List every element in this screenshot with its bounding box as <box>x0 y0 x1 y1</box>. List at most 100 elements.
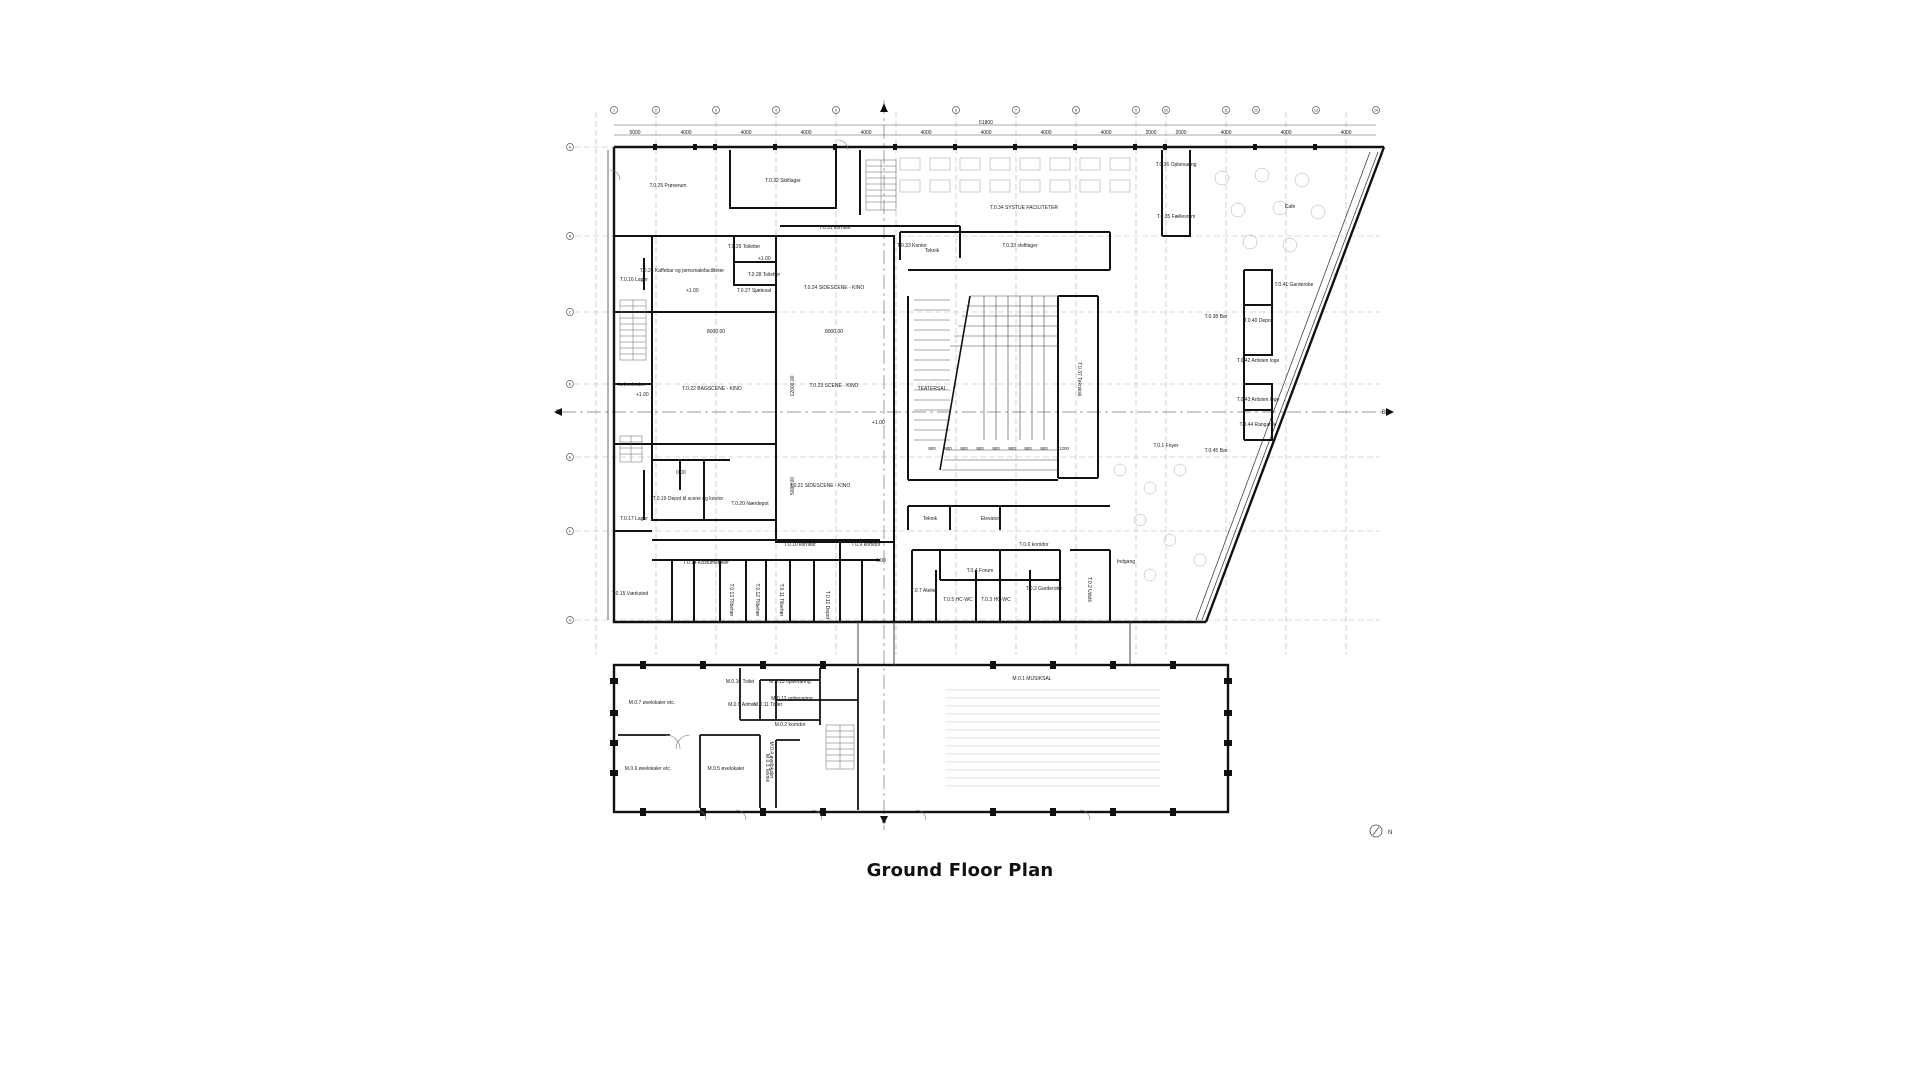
room-label-m01: M.0.1 MUSIKSAL <box>1012 676 1051 682</box>
room-label-t045: T.0.45 Bar <box>1205 448 1228 454</box>
room-label-t011: T.0.11 Tilbehør <box>778 584 784 617</box>
grid-row-e: E <box>569 456 572 460</box>
grid-col-2: 2 <box>655 109 657 113</box>
room-label-t019: T.0.19 Depot til scene og kontor <box>653 496 724 502</box>
room-label-t035: T.0.35 Fællesrum <box>1157 214 1196 220</box>
room-label-teknik2: Teknik <box>923 516 938 522</box>
theatre-seating <box>914 299 950 441</box>
theatre-seating-diagonal <box>939 295 971 471</box>
dim-13: 4000 <box>1280 130 1291 136</box>
dim-6: 4000 <box>920 130 931 136</box>
section-arrow-a-bottom <box>880 816 888 824</box>
cafe-tables <box>1214 167 1326 253</box>
grid-row-a: A <box>569 146 572 150</box>
room-label-t037: T.0.37 Tekniksk. <box>1076 362 1082 397</box>
dim-3: 4000 <box>740 130 751 136</box>
seat-dim-6: 900 <box>1008 446 1016 451</box>
dim-8: 4000 <box>1040 130 1051 136</box>
dim-5000: 5000.00 <box>790 477 796 495</box>
grid-bubbles-left <box>566 143 574 624</box>
room-label-t024: T.0.24 SIDESCENE - KINO <box>804 285 865 291</box>
north-arrow-icon <box>1369 824 1383 838</box>
music-building-interior-walls <box>618 668 859 810</box>
seat-dim-8: 900 <box>1040 446 1048 451</box>
room-label-m09: M.0.9 Admin <box>728 702 756 708</box>
room-label-m07: M.0.7 øvelokaler etc. <box>629 700 675 706</box>
room-label-t033b: T.0.33 sloftlager <box>1002 243 1038 249</box>
dim-8000-a: 8000.00 <box>707 329 725 335</box>
seat-dim-2: 900 <box>944 446 952 451</box>
grid-col-8: 8 <box>1075 109 1077 113</box>
room-label-t016: T.0.16 Lager <box>620 277 648 283</box>
level-annotations: +1.00 +1.00 +1.00 +1.00 0.00 0.00 8000.0… <box>636 256 886 564</box>
level-6: 0.00 <box>876 558 886 564</box>
room-label-t021: T.0.21 SIDESCENE - KINO <box>790 483 851 489</box>
dim-11: 2000 <box>1175 130 1186 136</box>
theatre-interior-walls <box>614 150 1273 622</box>
section-arrow-a-top <box>880 104 888 112</box>
grid-column-labels: 1 2 3 4 5 6 7 8 9 10 11 12 13 14 <box>613 109 1378 113</box>
seat-dim-7: 900 <box>1024 446 1032 451</box>
dim-1: 5000 <box>629 130 640 136</box>
room-label-t020: T.0.20 Nærdepot <box>731 501 769 507</box>
theatre-tiered-seating <box>942 295 1058 471</box>
room-label-t003: T.0.3 HC-WC <box>981 597 1011 603</box>
dimension-labels-top: 51800 5000 4000 4000 4000 4000 4000 4000… <box>629 120 1351 136</box>
grid-bubbles-top <box>610 106 1380 114</box>
room-label-t010: T.0.10 korridor <box>784 542 816 548</box>
grid-col-5: 5 <box>835 109 837 113</box>
room-label-t017: T.0.17 Lager <box>620 516 648 522</box>
grid-col-14: 14 <box>1374 109 1378 113</box>
dim-7: 4000 <box>980 130 991 136</box>
dim-total: 51800 <box>979 120 993 126</box>
theatre-glazing <box>607 150 1379 621</box>
room-label-teatersal: TEATERSAL <box>918 386 947 392</box>
grid-col-7: 7 <box>1015 109 1017 113</box>
room-label-m010: M.0.10 Toilet <box>726 679 755 685</box>
north-arrow-label: N <box>1388 830 1392 836</box>
room-label-t029: T.0.29 Toiletter <box>728 244 761 250</box>
room-label-m03: M.0.3 Teknik <box>764 754 770 782</box>
music-stair <box>825 724 855 770</box>
level-2: +1.00 <box>758 256 771 262</box>
connecting-walls <box>857 622 1131 665</box>
section-marker-b-right: B <box>1382 410 1386 416</box>
room-label-t033: T.0.33 Kontor <box>897 243 927 249</box>
room-label-t014: T.0.14 Kostumedeler <box>683 560 729 566</box>
foyer-furniture <box>1113 463 1207 582</box>
room-label-m04: M.0.4 øvelokaler <box>768 742 774 779</box>
music-hall-seating <box>946 689 1160 787</box>
music-building-walls <box>612 663 1230 814</box>
room-label-t023: T.0.23 SCENE - KINO <box>810 383 859 389</box>
grid-col-3: 3 <box>715 109 717 113</box>
room-label-cafe: Cafe <box>1285 204 1296 210</box>
room-labels: T.0.25 Prøverum T.0.32 Skiltlager T.0.31… <box>612 162 1314 782</box>
grid-row-c: C <box>569 311 572 315</box>
seat-dim-3: 900 <box>960 446 968 451</box>
room-label-t041: T.0.41 Garderobe <box>1275 282 1314 288</box>
drawing-caption: Ground Floor Plan <box>866 860 1054 881</box>
room-label-t034: T.0.34 SYSTUE FACILITETER <box>990 205 1058 211</box>
room-label-t006: T.0.6 korridor <box>1019 542 1049 548</box>
music-building-window-piers <box>610 661 1232 816</box>
dim-2: 4000 <box>680 130 691 136</box>
grid-col-10: 10 <box>1164 109 1168 113</box>
room-label-t013: T.0.13 Tilbehør <box>728 583 734 616</box>
room-label-t044: T.0.44 Rangarde <box>1240 422 1277 428</box>
room-label-teknik1: Teknik <box>925 248 940 254</box>
grid-row-d: D <box>569 383 572 387</box>
level-1: +1.00 <box>686 288 699 294</box>
stair-top <box>865 159 897 211</box>
seat-dim-5: 900 <box>992 446 1000 451</box>
room-label-t025: T.0.25 Prøverum <box>650 183 687 189</box>
level-3: +1.00 <box>636 392 649 398</box>
room-label-t028: T.0.28 Toiletter <box>748 272 781 278</box>
facade-columns-top <box>653 144 1317 150</box>
room-label-t007: T.0.7 Atelier <box>911 588 937 594</box>
room-label-foyer: T.0.1 Foyer <box>1153 443 1178 449</box>
section-arrow-b-right <box>1386 408 1394 416</box>
room-label-t032: T.0.32 Skiltlager <box>765 178 801 184</box>
grid-col-13: 13 <box>1314 109 1318 113</box>
grid-col-6: 6 <box>955 109 957 113</box>
room-label-t004: T.0.4 Forum <box>967 568 994 574</box>
